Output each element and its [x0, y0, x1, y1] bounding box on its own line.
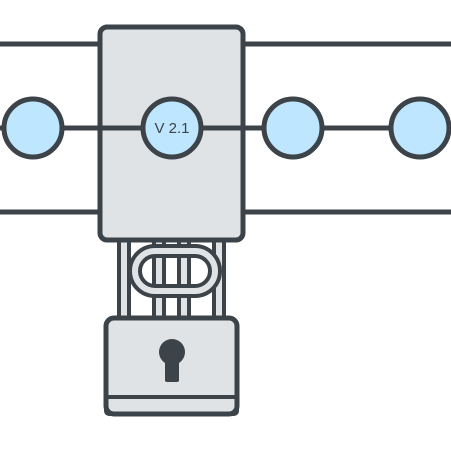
padlock-bottom-bar	[104, 395, 239, 416]
nodes	[1, 96, 451, 160]
keyhole-icon	[159, 339, 185, 382]
chain-link-horizontal-inner	[132, 248, 218, 294]
chain-link-horizontal	[128, 244, 222, 298]
node-2-version	[140, 96, 204, 160]
version-label: V 2.1	[154, 120, 189, 137]
keyhole-slot	[165, 356, 179, 382]
padlock-icon	[103, 315, 240, 417]
node-3	[261, 96, 325, 160]
node-1	[1, 96, 65, 160]
node-4	[388, 96, 451, 160]
